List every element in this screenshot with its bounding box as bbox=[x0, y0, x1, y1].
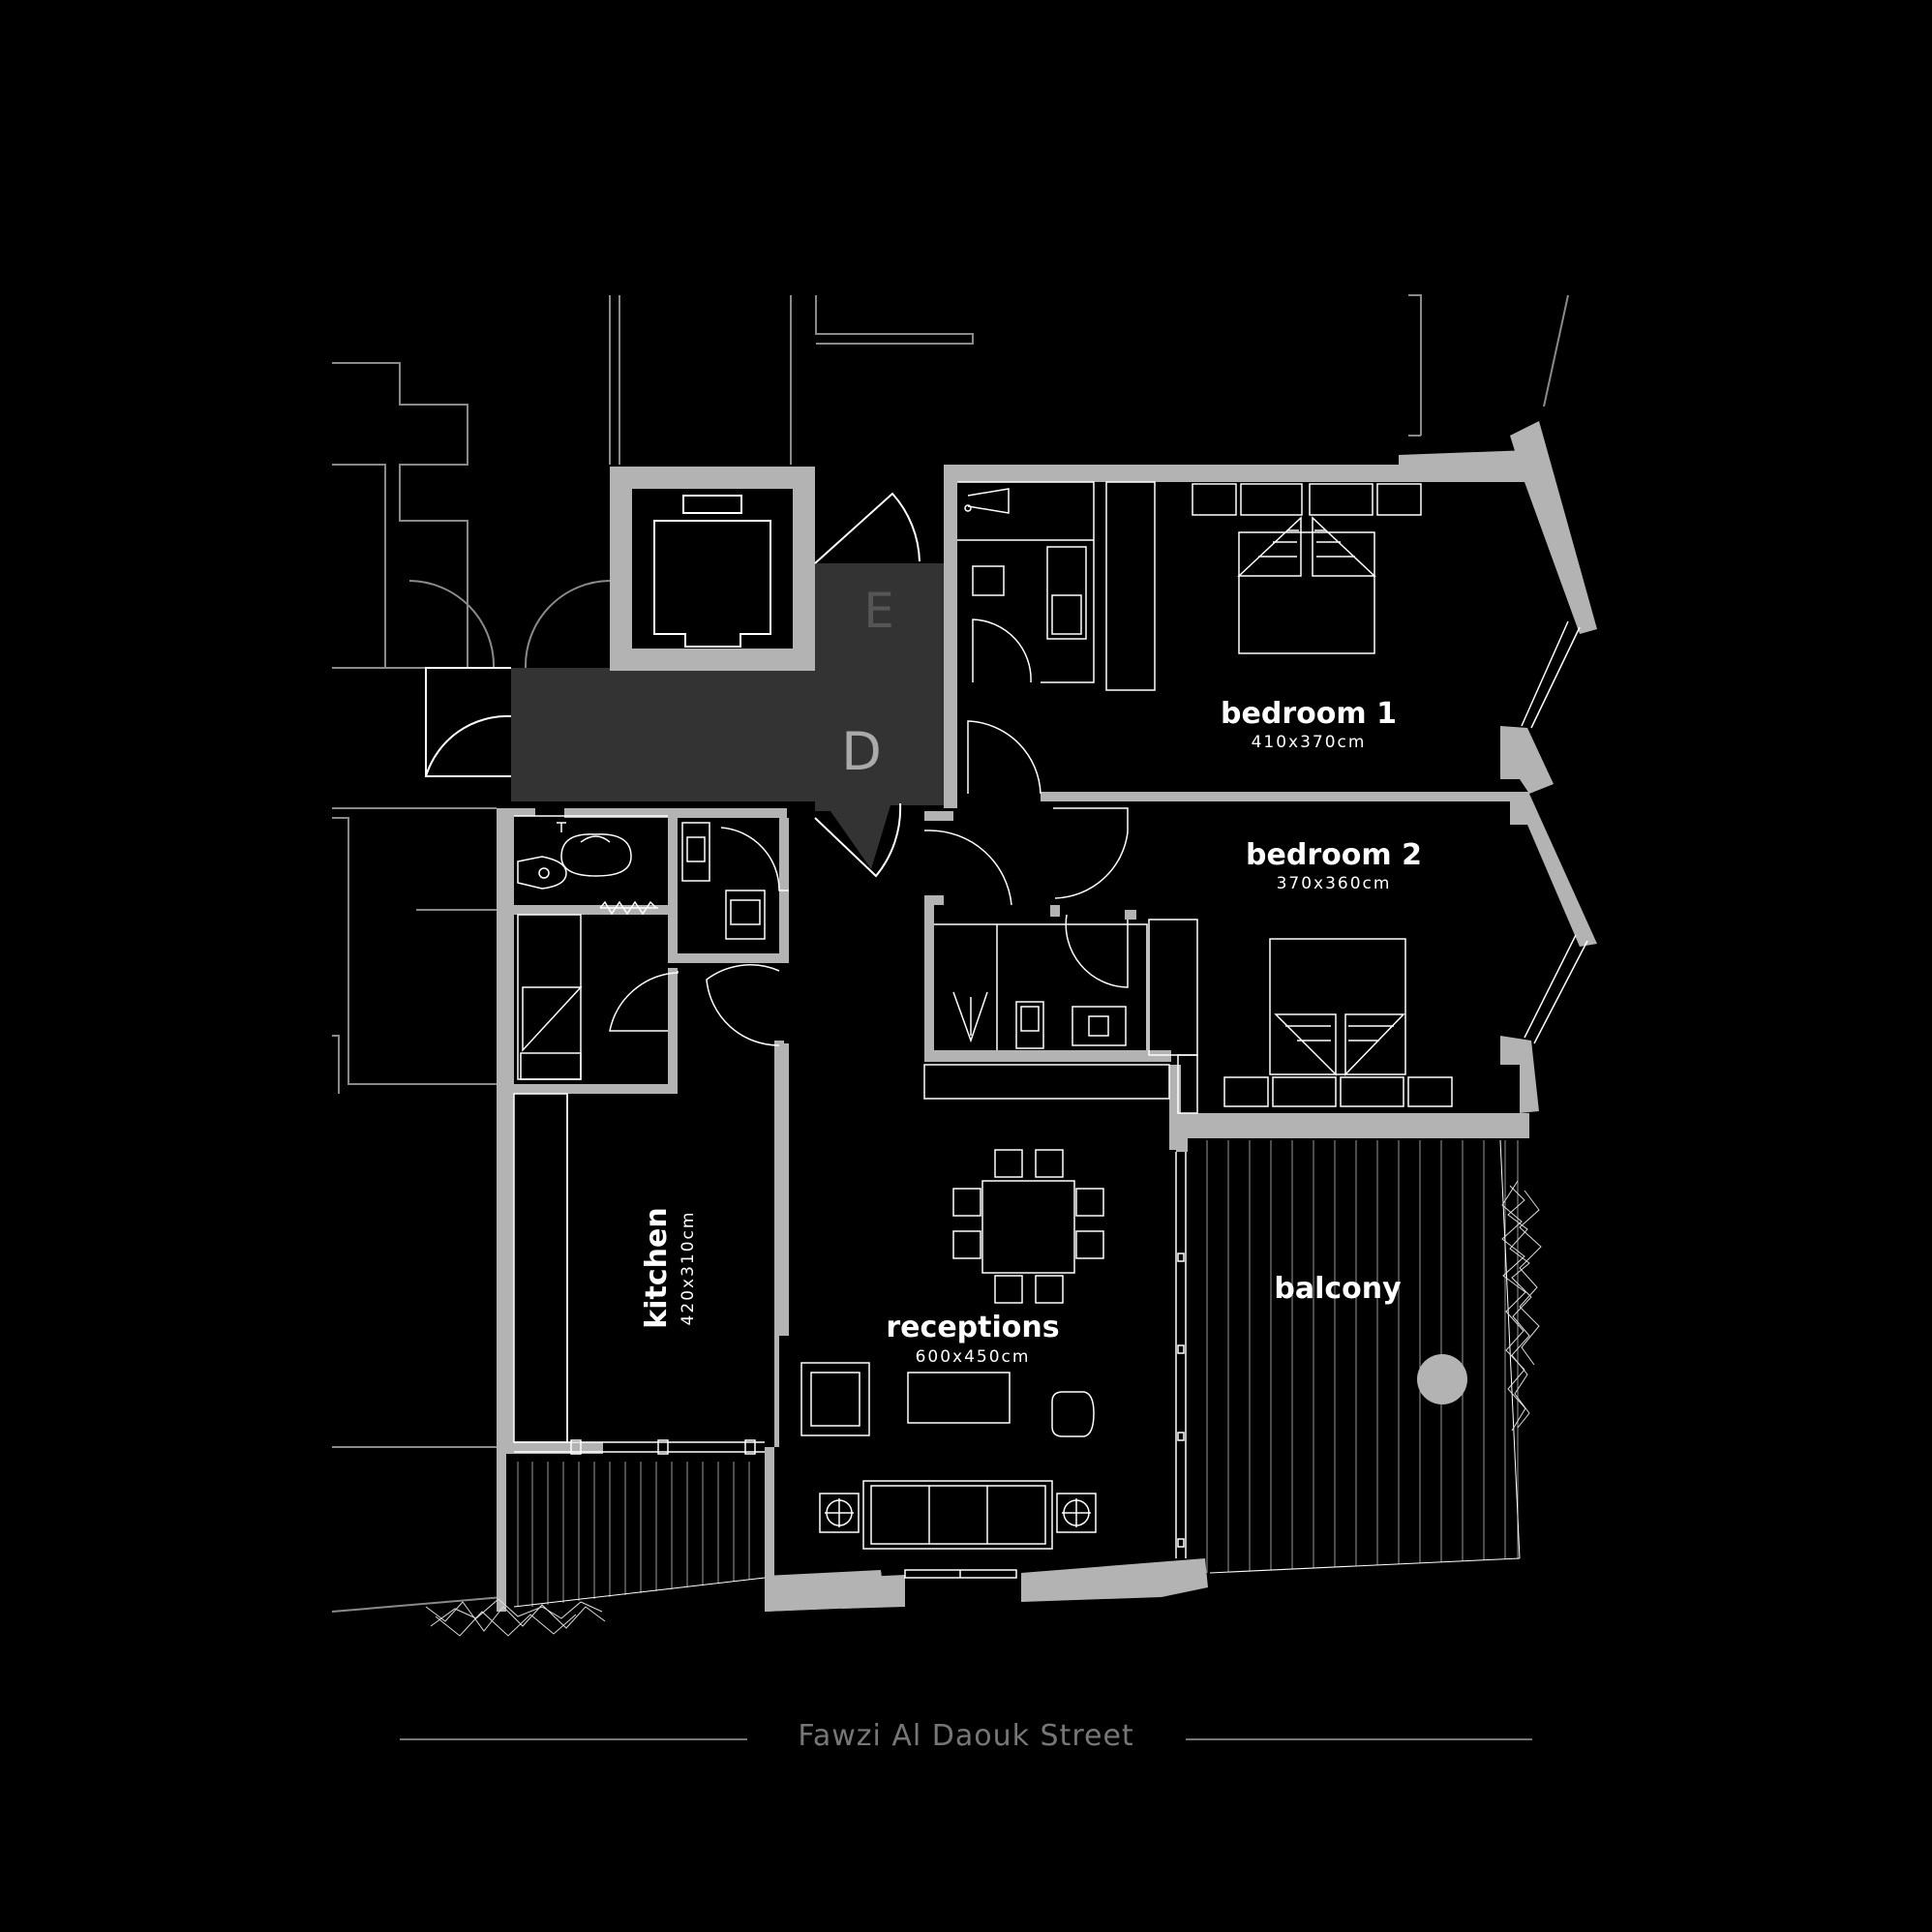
left-bathroom bbox=[514, 815, 668, 916]
planter-balcony bbox=[1501, 1180, 1542, 1432]
street-name: Fawzi Al Daouk Street bbox=[798, 1719, 1133, 1753]
receptions-size: 600x450cm bbox=[916, 1347, 1031, 1367]
dining-table bbox=[952, 1149, 1104, 1304]
entry-door bbox=[814, 492, 921, 564]
door-marker: D bbox=[841, 721, 882, 782]
balcony-table bbox=[1417, 1354, 1467, 1404]
walls bbox=[497, 421, 1597, 1612]
bed-2 bbox=[1223, 938, 1453, 1107]
planter-kitchen bbox=[425, 1598, 606, 1637]
balcony-deck bbox=[1206, 1139, 1521, 1574]
kitchen-counter bbox=[513, 1093, 765, 1455]
bedroom2-ensuite bbox=[923, 914, 1198, 1114]
bedroom1-size: 410x370cm bbox=[1252, 733, 1367, 752]
kitchen-name: kitchen bbox=[640, 1207, 674, 1328]
bedroom1-window bbox=[1521, 620, 1581, 729]
fixtures bbox=[400, 481, 1588, 1740]
living-furniture bbox=[800, 1362, 1097, 1579]
bedroom1-name: bedroom 1 bbox=[1221, 697, 1397, 731]
bedroom1-ensuite bbox=[957, 481, 1156, 691]
bedroom2-window bbox=[1524, 934, 1588, 1044]
entrance-marker: E bbox=[863, 583, 894, 639]
balcony-doors bbox=[1175, 1152, 1187, 1558]
balcony-name: balcony bbox=[1274, 1272, 1402, 1306]
neighbour-outline bbox=[331, 294, 1569, 1613]
bedroom2-size: 370x360cm bbox=[1277, 874, 1392, 893]
kitchen-terrace bbox=[513, 1462, 766, 1608]
bed-1 bbox=[1192, 483, 1422, 654]
main-door-swing bbox=[425, 714, 512, 777]
bedroom2-name: bedroom 2 bbox=[1246, 838, 1422, 872]
left-washroom bbox=[517, 822, 789, 1080]
core-corridor bbox=[511, 563, 944, 869]
lift-car bbox=[653, 495, 771, 648]
kitchen-size: 420x310cm bbox=[679, 1211, 698, 1326]
receptions-name: receptions bbox=[886, 1311, 1059, 1344]
main-door bbox=[425, 667, 511, 777]
